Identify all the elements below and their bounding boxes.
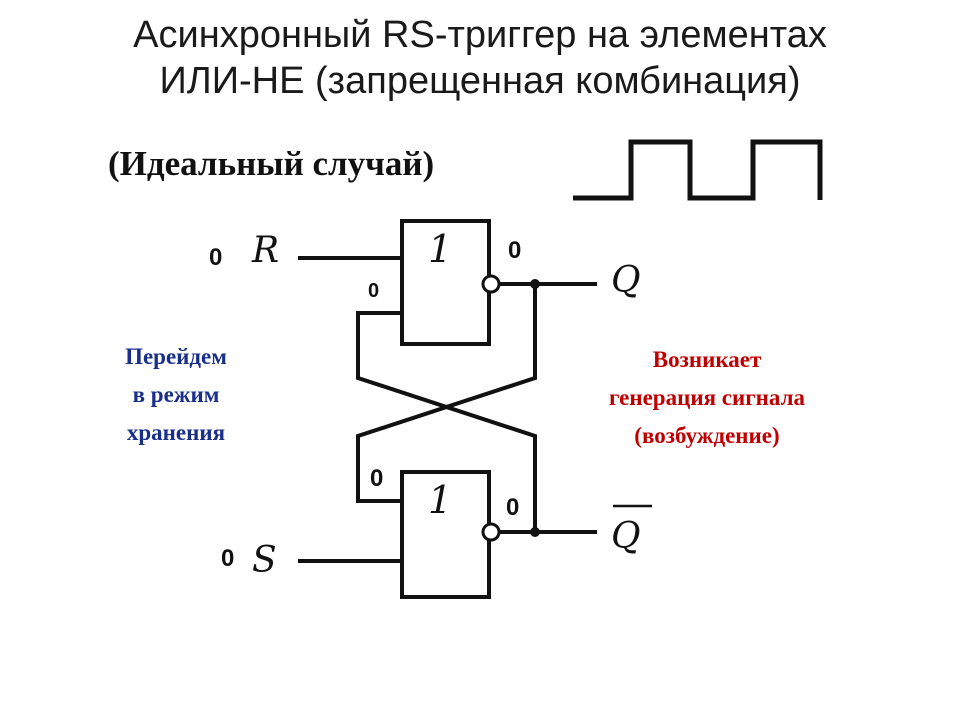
storage-note-line-1: Перейдем	[125, 344, 227, 369]
bottom-nor-gate	[400, 470, 491, 599]
subtitle: (Идеальный случай)	[108, 144, 435, 183]
q-label: Q	[611, 260, 641, 301]
bottom-output-value: 0	[506, 494, 519, 521]
oscillation-note-line-2: генерация сигнала	[608, 385, 806, 410]
storage-note-line-3: хранения	[126, 420, 226, 445]
square-wave	[573, 139, 823, 201]
storage-mode-note: Перейдем в режим хранения	[96, 338, 256, 452]
slide-title: Асинхронный RS-триггер на элементах ИЛИ-…	[0, 12, 960, 104]
s-input-value: 0	[221, 545, 234, 572]
r-label: R	[251, 230, 279, 271]
top-inversion-bubble	[481, 274, 501, 294]
r-input-value: 0	[209, 244, 222, 271]
top-output-value: 0	[508, 237, 521, 264]
feedback-qbar-to-top-gate	[356, 311, 537, 532]
oscillation-note-line-3: (возбуждение)	[634, 423, 780, 448]
s-label: S	[252, 540, 277, 581]
title-line-1: Асинхронный RS-триггер на элементах	[133, 14, 827, 56]
bottom-inversion-bubble	[481, 522, 501, 542]
top-feedback-value: 0	[368, 280, 379, 302]
feedback-q-to-bottom-gate	[356, 284, 537, 503]
title-line-2: ИЛИ-НЕ (запрещенная комбинация)	[159, 60, 801, 102]
storage-note-line-2: в режим	[132, 382, 220, 407]
oscillation-note: Возникает генерация сигнала (возбуждение…	[562, 341, 852, 455]
qbar-label: Q	[611, 516, 641, 557]
bottom-gate-label: 1	[428, 478, 452, 522]
oscillation-note-line-1: Возникает	[652, 347, 762, 372]
top-gate-label: 1	[428, 227, 452, 271]
bottom-feedback-value: 0	[370, 465, 383, 492]
